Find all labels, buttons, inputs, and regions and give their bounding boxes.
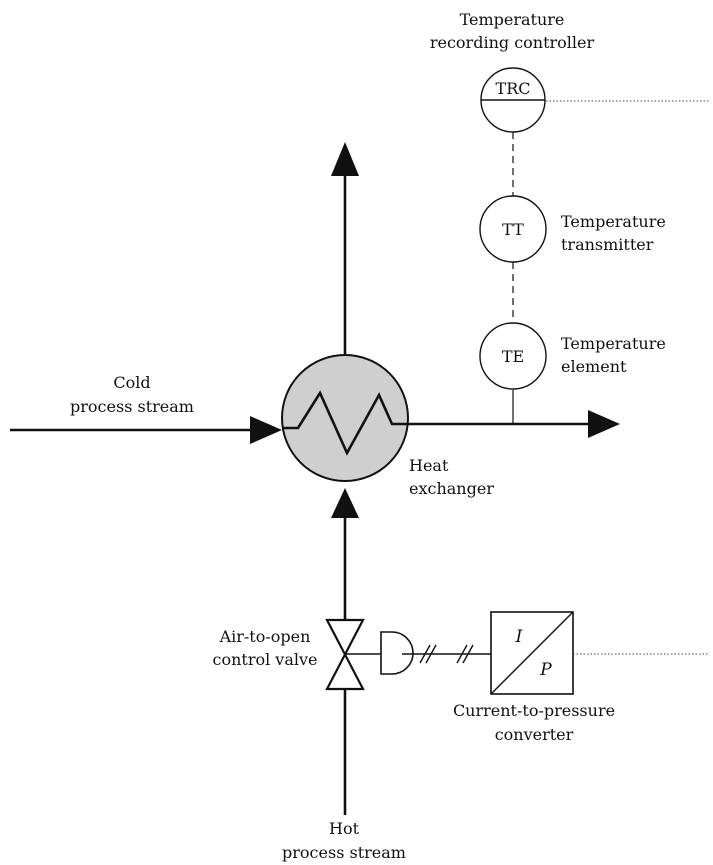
hot-stream-arrowhead [331,488,359,518]
trc-caption-line1: Temperature [460,10,565,29]
converter-label-line1: Current-to-pressure [453,701,615,720]
te-tag: TE [502,347,524,366]
converter-label-line2: converter [495,725,574,744]
pneumatic-hash-1b [425,644,437,664]
te-caption-line2: element [561,357,627,376]
pneumatic-hash-2a [456,644,468,664]
pneumatic-hash-1a [419,644,431,664]
cold-stream-arrowhead [250,416,282,444]
tt-caption-line2: transmitter [561,235,654,254]
heat-exchanger-label-line2: exchanger [409,479,494,498]
tt-tag: TT [502,220,524,239]
heat-exchanger-label-line1: Heat [409,456,449,475]
valve-actuator-icon [380,631,414,675]
hot-stream-label-line1: Hot [329,819,360,838]
ip-converter-diagonal [490,611,574,695]
cold-stream-label-line2: process stream [70,397,194,416]
trc-tag: TRC [496,79,531,98]
ip-converter-input-label: I [515,627,523,647]
heat-exchanger-symbol [281,354,409,482]
pneumatic-hash-2b [462,644,474,664]
te-bubble [479,322,547,390]
trc-caption-line2: recording controller [430,33,595,52]
control-valve-label-line2: control valve [212,650,317,669]
hot-stream-label-line2: process stream [282,843,406,862]
control-valve-label-line1: Air-to-open [219,627,311,646]
cold-stream-label-line1: Cold [113,373,150,392]
product-up-arrowhead [331,142,359,176]
ip-converter-output-label: P [539,660,552,680]
te-caption-line1: Temperature [561,334,666,353]
outlet-arrowhead [588,410,620,438]
tt-bubble [479,195,547,263]
tt-caption-line1: Temperature [561,212,666,231]
heat-exchanger-coil [282,390,408,456]
